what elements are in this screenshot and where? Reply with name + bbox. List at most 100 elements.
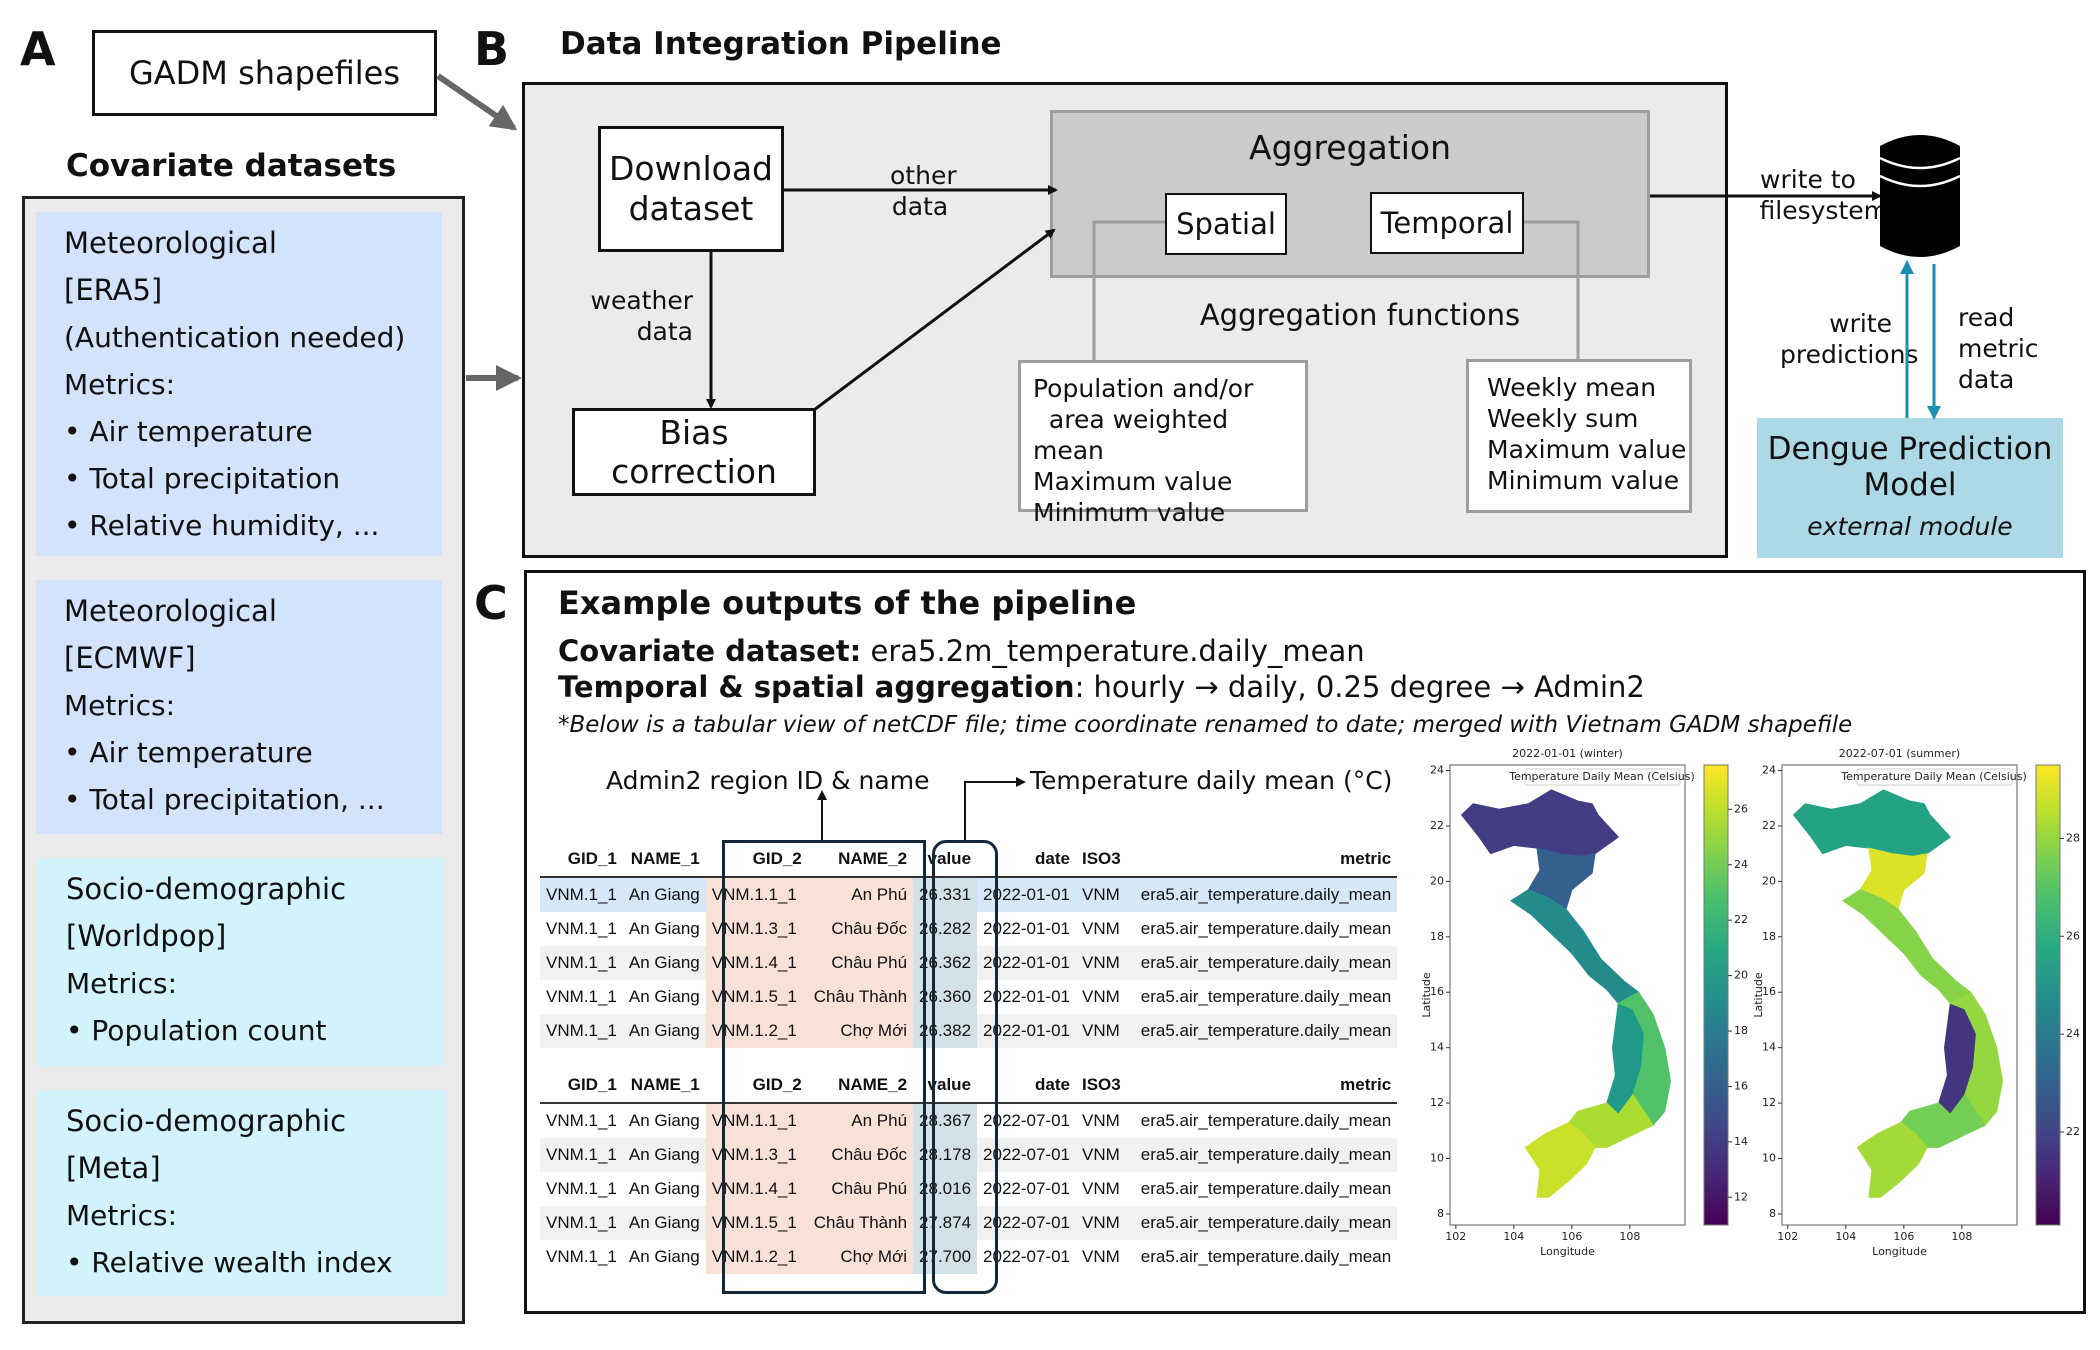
column-header-gid-1: GID_1 [540,1068,623,1104]
bias-to-aggregation-arrow [813,228,1056,412]
column-header-metric: metric [1126,842,1398,878]
function-item: Population and/or [1033,374,1254,403]
table-cell: VNM [1076,1138,1127,1172]
y-tick-label: 24 [1430,764,1444,777]
y-tick-label: 22 [1762,819,1776,832]
dataset-source: [Meta] [66,1151,161,1185]
outputs-title: Example outputs of the pipeline [558,584,1137,622]
table-cell: era5.air_temperature.daily_mean [1126,1240,1398,1274]
map-title: 2022-07-01 (summer) [1839,747,1960,760]
table-cell: 2022-07-01 [977,1138,1076,1172]
x-tick-label: 106 [1893,1230,1914,1243]
table-cell: Chợ Mới [807,1240,914,1274]
column-header-name-1: NAME_1 [622,842,706,878]
map-region-mekong [1856,1121,1928,1198]
metric-item: • Air temperature [64,736,313,769]
x-tick-label: 108 [1951,1230,1972,1243]
colorbar-tick-label: 22 [2066,1125,2080,1138]
spatial-functions-box: Population and/or area weighted mean Max… [1018,360,1308,527]
dengue-prediction-model-box: Dengue Prediction Model external module [1757,418,2063,558]
dataset-name: Socio-demographic [66,1104,347,1138]
function-item: Maximum value [1033,467,1233,496]
dataset-source: [ERA5] [64,273,163,307]
table-cell: Châu Đốc [807,1138,914,1172]
gadm-label: GADM shapefiles [128,54,401,92]
y-tick-label: 12 [1430,1096,1444,1109]
table-cell: VNM.1_1 [540,1103,623,1138]
table-cell: An Giang [622,980,706,1014]
table-cell: An Giang [622,912,706,946]
temporal-functions-box: Weekly mean Weekly sum Maximum value Min… [1466,359,1692,513]
metrics-label: Metrics: [66,967,178,1000]
gadm-shapefiles-box: GADM shapefiles [92,30,437,116]
map-title: 2022-01-01 (winter) [1512,747,1623,760]
table-cell: VNM.1_1 [540,1206,623,1240]
dataset-card-era5: Meteorological [ERA5] (Authentication ne… [36,212,442,556]
aggregation-line: Temporal & spatial aggregation: hourly →… [558,670,1645,704]
x-tick-label: 104 [1503,1230,1524,1243]
dataset-name: Meteorological [64,226,277,260]
covariate-dataset-line: Covariate dataset: era5.2m_temperature.d… [558,634,1365,668]
panel-label-b: B [474,22,510,76]
temporal-box: Temporal [1370,192,1524,254]
function-item: area weighted mean [1033,405,1229,465]
dataset-source: [ECMWF] [64,641,196,675]
colorbar-tick-label: 24 [2066,1027,2080,1040]
colorbar-tick-label: 12 [1734,1190,1748,1203]
table-cell: Châu Đốc [807,912,914,946]
y-tick-label: 18 [1430,930,1444,943]
y-tick-label: 10 [1762,1151,1776,1164]
function-item: Minimum value [1487,466,1680,495]
y-tick-label: 8 [1437,1207,1444,1220]
colorbar-tick-label: 20 [1734,969,1748,982]
table-cell: VNM [1076,980,1127,1014]
map-summer: 2022-07-01 (summer)Temperature Daily Mea… [1752,747,2080,1258]
map-legend-text: Temperature Daily Mean (Celsius) [1508,770,1695,783]
x-axis-label: Longitude [1540,1245,1595,1258]
spatial-connector [1092,220,1165,360]
table-cell: 2022-07-01 [977,1103,1076,1138]
colorbar-tick-label: 14 [1734,1135,1748,1148]
column-header-name-2: NAME_2 [807,1068,914,1104]
dataset-source: [Worldpop] [66,919,227,953]
function-item: Minimum value [1033,498,1226,527]
admin2-columns-highlight [722,840,926,1294]
y-tick-label: 20 [1430,874,1444,887]
table-cell: VNM [1076,1103,1127,1138]
table-cell: VNM [1076,946,1127,980]
gadm-to-pipeline-arrow [436,73,518,131]
metric-item: • Total precipitation [64,462,341,495]
temperature-daily-mean-label: Temperature daily mean (°C) [1030,766,1393,795]
table-cell: VNM.1_1 [540,1172,623,1206]
y-tick-label: 24 [1762,764,1776,777]
metric-item: • Total precipitation, ... [64,783,385,816]
table-cell: An Giang [622,877,706,912]
y-tick-label: 20 [1762,874,1776,887]
x-axis-label: Longitude [1872,1245,1927,1258]
y-tick-label: 16 [1762,985,1776,998]
x-tick-label: 102 [1445,1230,1466,1243]
table-cell: VNM.1_1 [540,980,623,1014]
metric-item: • Relative wealth index [66,1246,393,1279]
metric-item: • Relative humidity, ... [64,509,380,542]
value-column-highlight [932,840,998,1294]
x-tick-label: 106 [1561,1230,1582,1243]
table-cell: Châu Phú [807,1172,914,1206]
dataset-card-ecmwf: Meteorological [ECMWF] Metrics: • Air te… [36,580,442,834]
colorbar-tick-label: 22 [1734,913,1748,926]
map-legend-box [1524,768,1681,786]
table-cell: 2022-07-01 [977,1206,1076,1240]
table-cell: VNM.1_1 [540,946,623,980]
y-tick-label: 10 [1430,1151,1444,1164]
colorbar-tick-label: 16 [1734,1079,1748,1092]
table-cell: 2022-01-01 [977,946,1076,980]
admin2-region-label: Admin2 region ID & name [606,766,930,795]
metrics-label: Metrics: [66,1199,178,1232]
table-note: *Below is a tabular view of netCDF file;… [558,712,1853,738]
aggregation-title: Aggregation [1249,128,1451,167]
table-cell: era5.air_temperature.daily_mean [1126,1014,1398,1048]
